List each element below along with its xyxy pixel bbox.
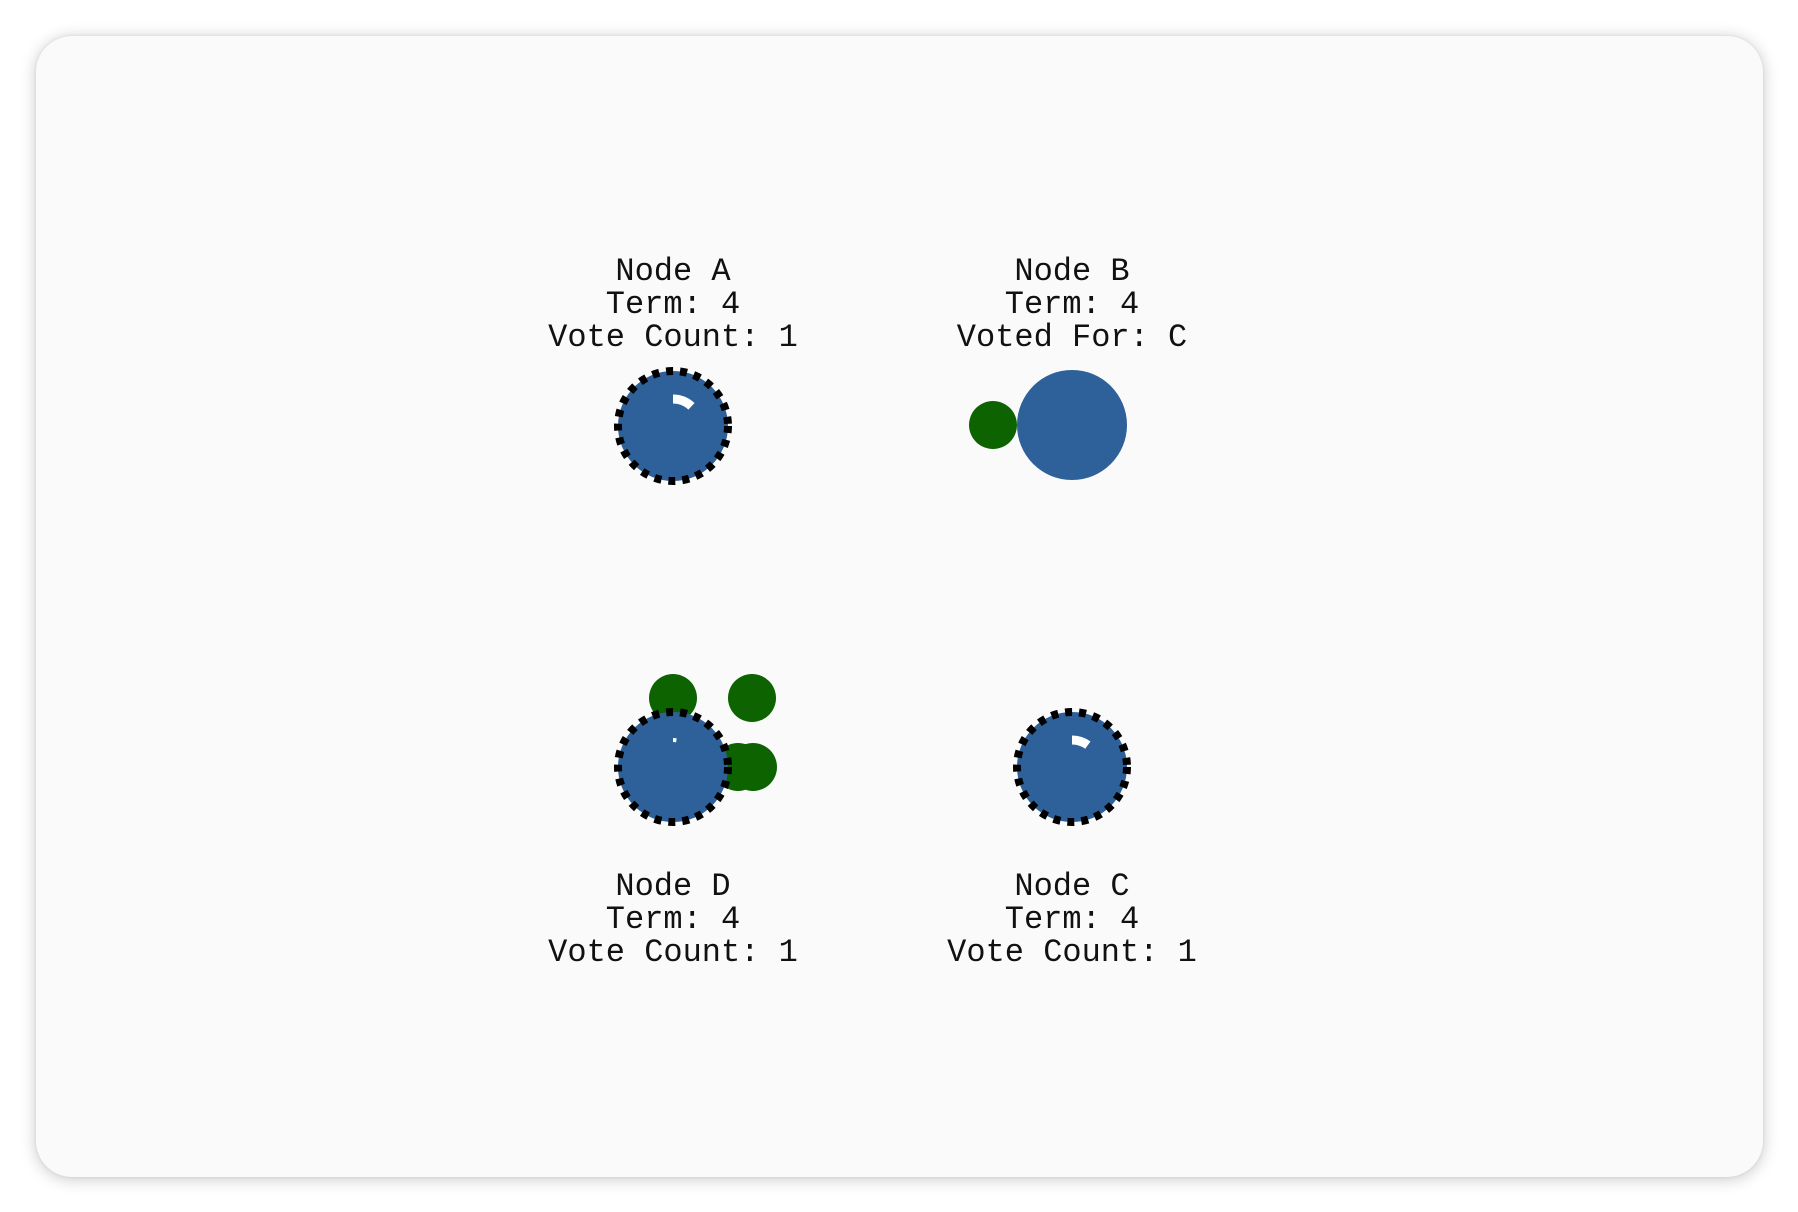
node-d-term: Term: 4 <box>606 901 740 938</box>
node-a-term: Term: 4 <box>606 286 740 323</box>
node-c-title: Node C <box>1014 868 1129 905</box>
node-d-circle <box>618 712 728 822</box>
message-c-to-b <box>728 674 776 722</box>
node-b[interactable]: Node B Term: 4 Voted For: C <box>957 253 1187 480</box>
node-d[interactable]: Node D Term: 4 Vote Count: 1 <box>548 868 798 971</box>
simulation-panel <box>36 36 1763 1177</box>
node-b-term: Term: 4 <box>1005 286 1139 323</box>
node-b-title: Node B <box>1014 253 1129 290</box>
node-d-graphic <box>614 708 732 826</box>
node-a-candidate-ring <box>614 367 732 485</box>
node-d-vote-count: Vote Count: 1 <box>548 934 798 971</box>
node-c-term: Term: 4 <box>1005 901 1139 938</box>
node-a-election-timer <box>672 394 695 410</box>
node-b-circle <box>1017 370 1127 480</box>
message-b-to-a <box>969 401 1017 449</box>
node-c-circle <box>1017 712 1127 822</box>
node-a-circle <box>618 371 728 481</box>
node-d-candidate-ring <box>614 708 732 826</box>
message-c-to-d-2 <box>729 743 777 791</box>
node-d-title: Node D <box>615 868 730 905</box>
node-c-vote-count: Vote Count: 1 <box>947 934 1197 971</box>
node-a-title: Node A <box>615 253 731 290</box>
node-c[interactable]: Node C Term: 4 Vote Count: 1 <box>947 708 1197 971</box>
node-b-voted-for: Voted For: C <box>957 319 1187 356</box>
node-c-election-timer <box>1071 735 1091 749</box>
node-a[interactable]: Node A Term: 4 Vote Count: 1 <box>548 253 798 485</box>
node-a-vote-count: Vote Count: 1 <box>548 319 798 356</box>
node-c-candidate-ring <box>1013 708 1131 826</box>
